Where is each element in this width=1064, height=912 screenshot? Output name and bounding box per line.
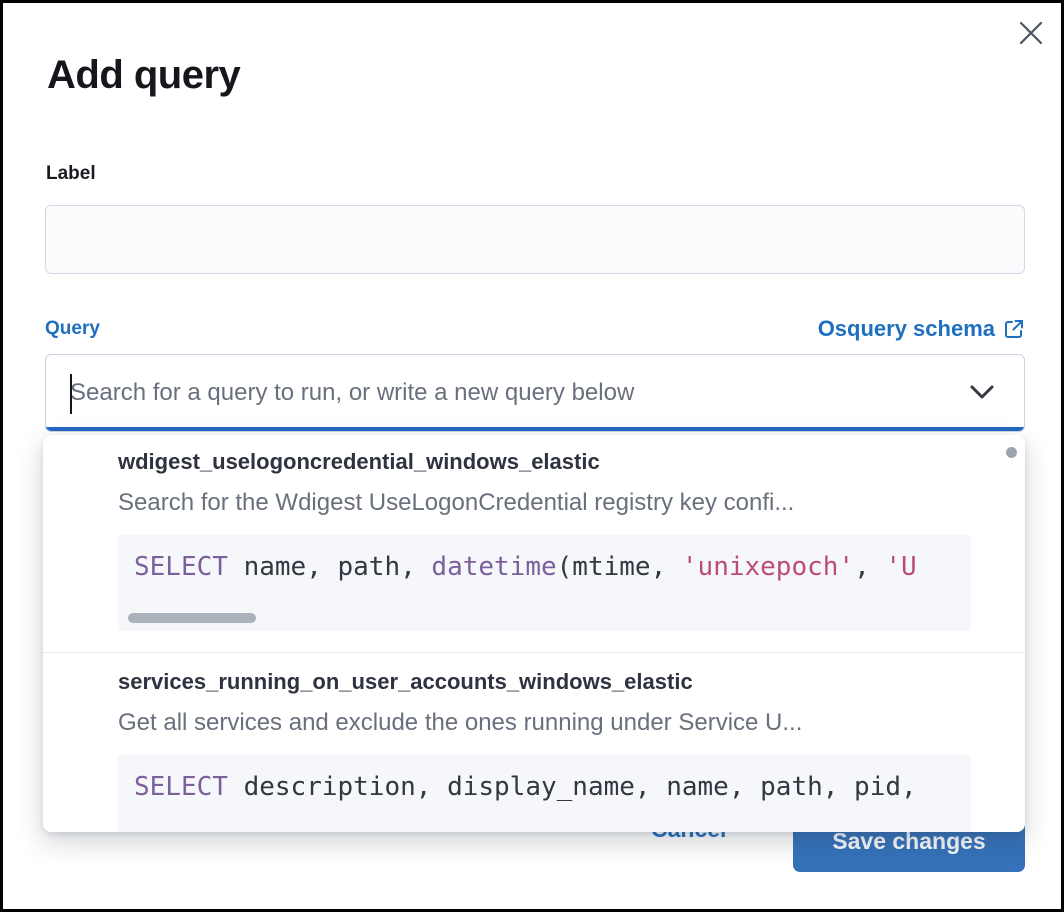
code-token: , [854, 552, 886, 582]
option-divider [43, 652, 1025, 653]
query-option-wdigest[interactable]: wdigest_uselogoncredential_windows_elast… [43, 449, 1025, 631]
query-option-services-running[interactable]: services_running_on_user_accounts_window… [43, 669, 1025, 832]
query-header-row: Query Osquery schema [45, 314, 1025, 344]
horizontal-scrollbar-thumb[interactable] [128, 613, 256, 623]
vertical-scrollbar-thumb[interactable] [1006, 447, 1017, 458]
code-token: 'unixepoch' [681, 552, 855, 582]
query-option-description: Search for the Wdigest UseLogonCredentia… [118, 489, 795, 516]
code-token: (mtime, [556, 552, 682, 582]
code-token: datetime [431, 552, 557, 582]
query-option-code-snippet: SELECT description, display_name, name, … [118, 755, 971, 832]
code-token: SELECT [134, 772, 228, 802]
query-option-title: wdigest_uselogoncredential_windows_elast… [118, 449, 600, 474]
query-suggestions-panel: wdigest_uselogoncredential_windows_elast… [43, 435, 1025, 832]
query-option-code-snippet: SELECT name, path, datetime(mtime, 'unix… [118, 535, 971, 631]
code-token: name, path, [227, 552, 432, 582]
combobox-focus-bar [46, 427, 1024, 431]
query-option-title: services_running_on_user_accounts_window… [118, 669, 693, 694]
osquery-schema-link[interactable]: Osquery schema [818, 316, 1025, 342]
close-icon[interactable] [1017, 17, 1049, 49]
label-input[interactable] [45, 205, 1025, 274]
text-cursor [70, 374, 72, 414]
osquery-schema-link-label: Osquery schema [817, 316, 995, 341]
label-field-label: Label [46, 163, 96, 184]
chevron-down-icon[interactable] [966, 383, 998, 403]
query-combobox[interactable] [45, 354, 1025, 432]
query-option-description: Get all services and exclude the ones ru… [118, 709, 803, 736]
query-field-label: Query [45, 318, 100, 339]
code-token: SELECT [134, 552, 228, 582]
code-token: description, display_name, name, path, p… [227, 772, 917, 802]
page-title: Add query [47, 53, 241, 97]
query-search-input[interactable] [46, 355, 966, 431]
external-link-icon [1003, 318, 1025, 340]
code-token: 'U [885, 552, 917, 582]
